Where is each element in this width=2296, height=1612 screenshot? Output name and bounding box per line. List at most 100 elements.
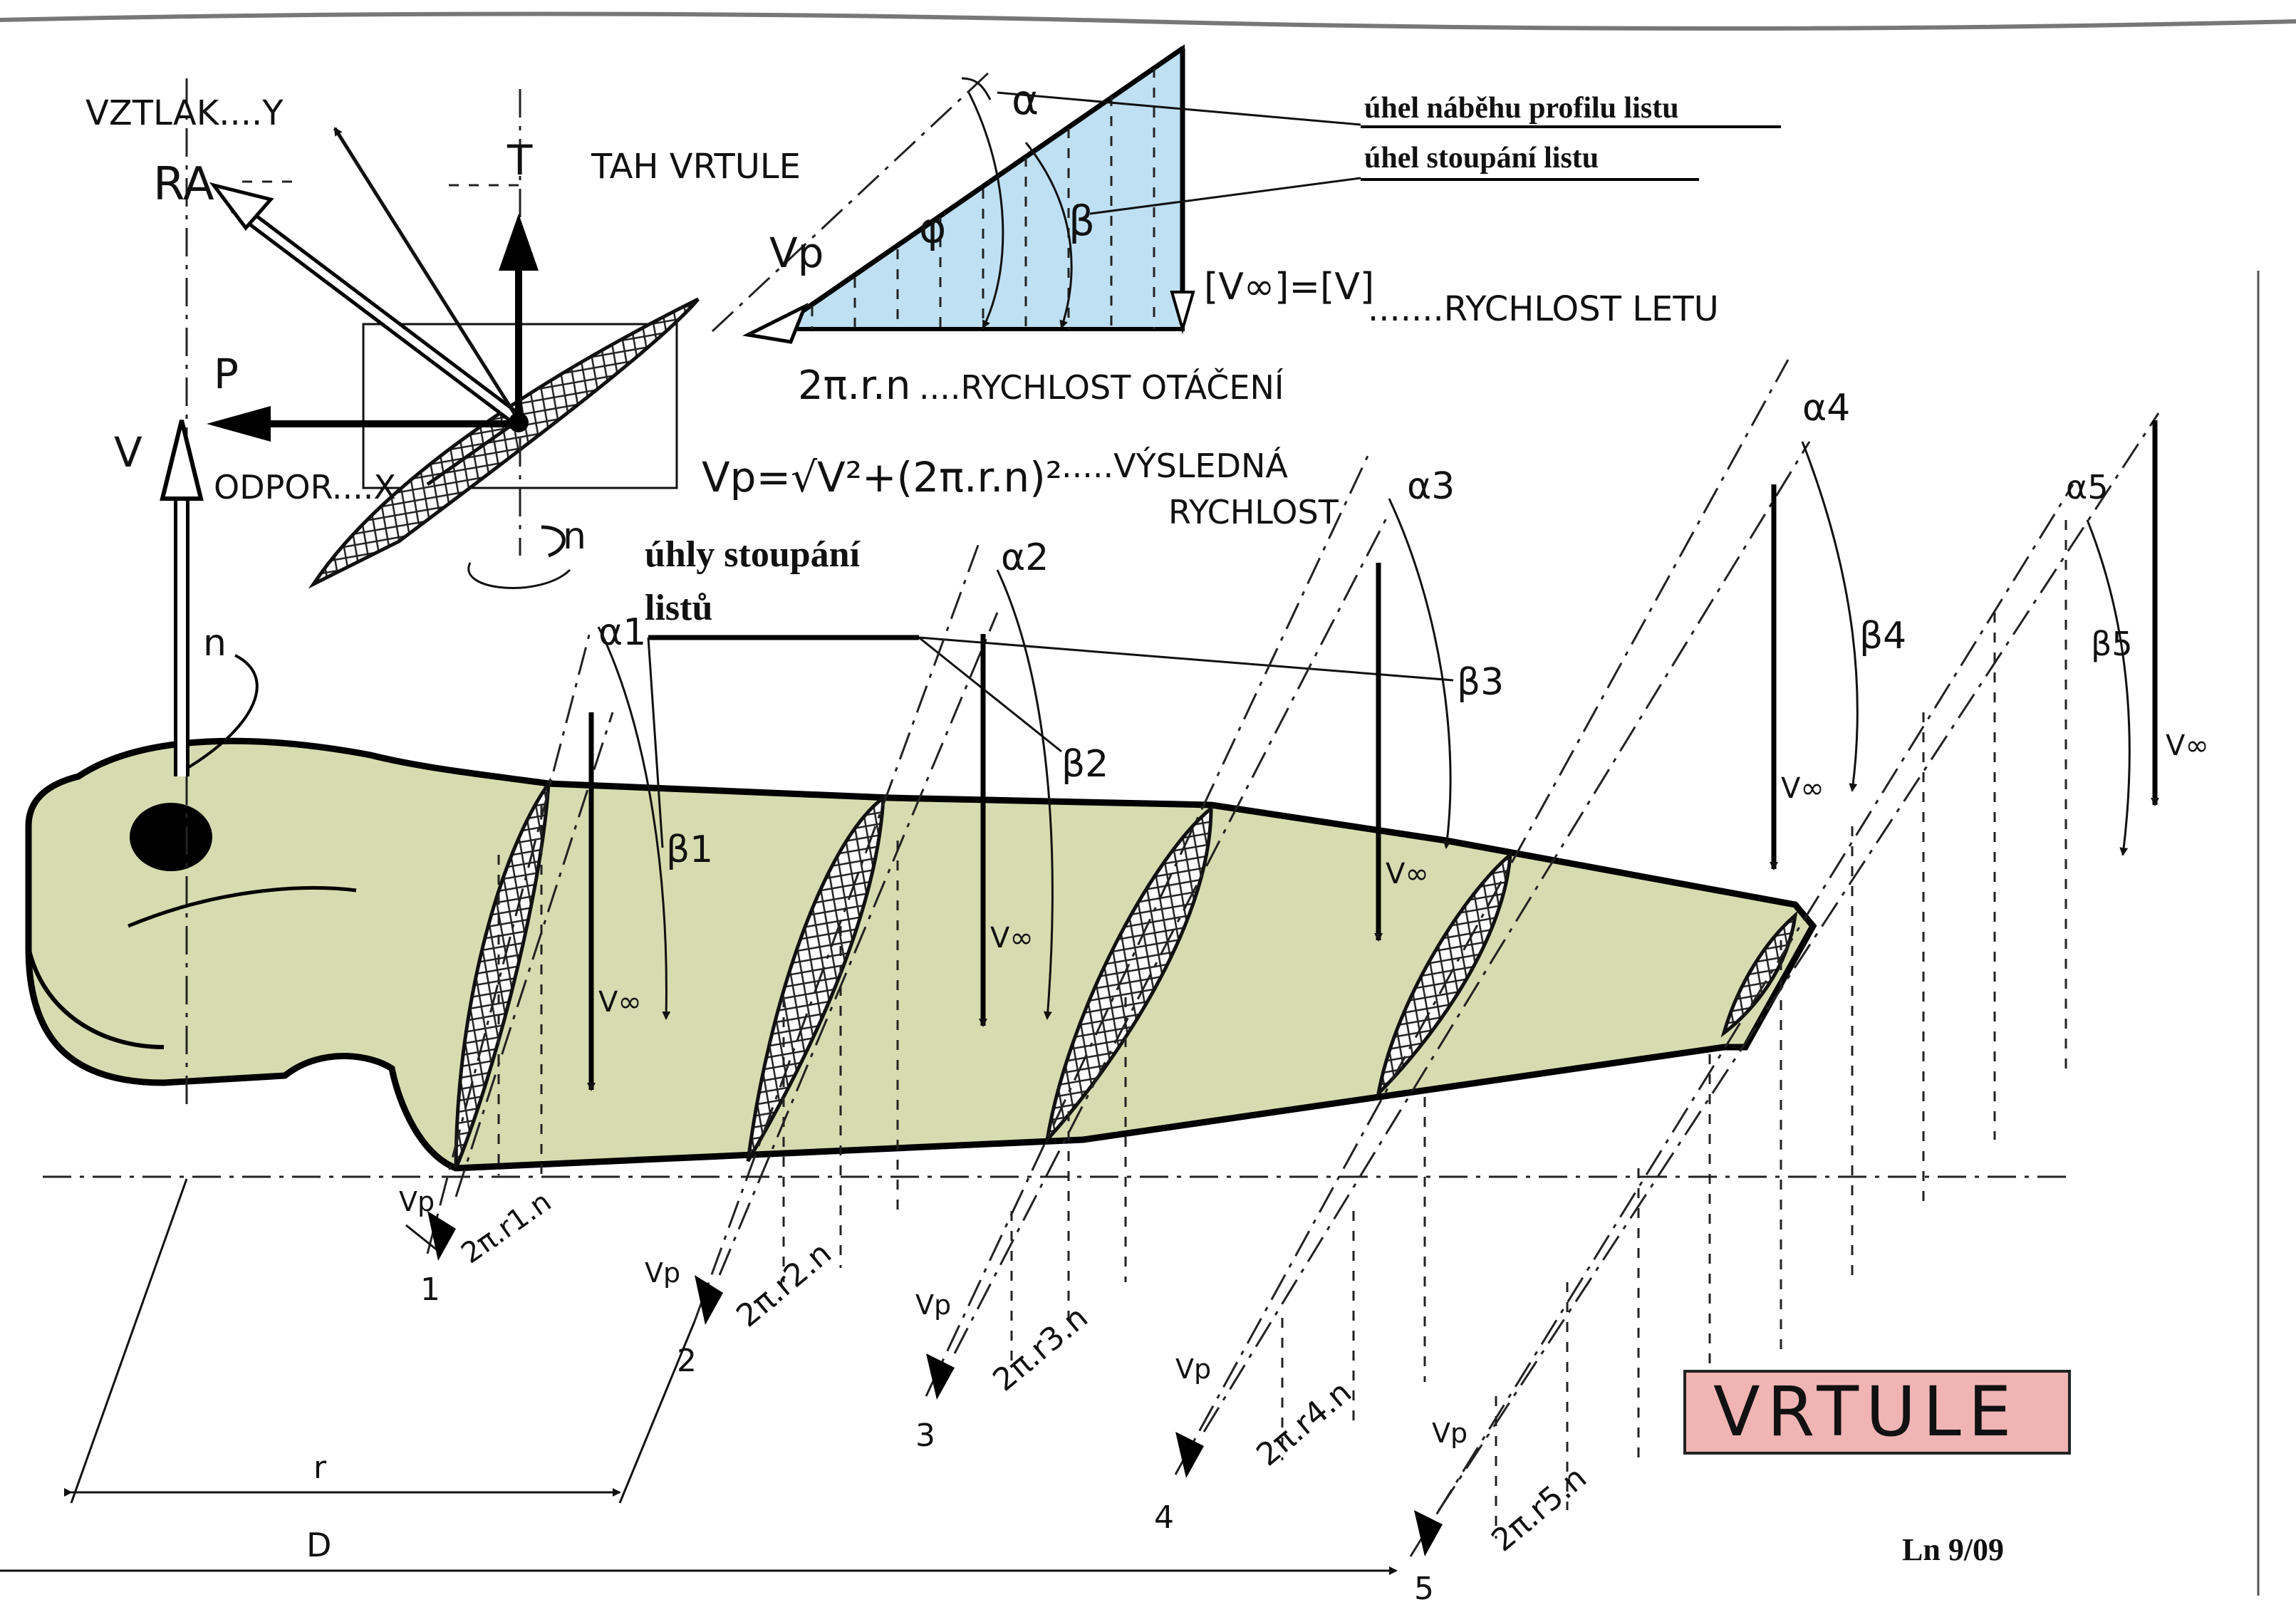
label-vinf-eq: [V∞]=[V] [1204, 266, 1374, 308]
r-extension-right [618, 1321, 696, 1504]
velocity-triangle [711, 44, 1195, 344]
blade-section-2 [746, 794, 885, 1163]
label-p: P [214, 350, 239, 398]
label-beta-2: β2 [1061, 743, 1108, 786]
alpha-arc [961, 77, 992, 100]
label-vp-top: Vp [769, 229, 824, 277]
section-5-vectors [1409, 412, 2160, 1557]
label-vinf-2: V∞ [990, 922, 1034, 955]
blade-outline [25, 737, 1817, 1172]
p-arrowhead [207, 406, 271, 442]
label-tah-vrtule: TAH VRTULE [591, 147, 801, 187]
vp-vector [775, 46, 1184, 331]
annotation-uhel-stoupani: úhel stoupání listu [1364, 142, 1599, 175]
blade-hub-curve [128, 886, 357, 928]
label-rotation-2: 2π.r2.n [729, 1235, 838, 1335]
label-alpha: α [1012, 76, 1039, 124]
label-vinf-4: V∞ [1781, 772, 1824, 805]
label-rychlost: RYCHLOST [1168, 493, 1339, 531]
force-origin [509, 412, 529, 432]
drag-arrow [426, 418, 520, 487]
vp-arrowhead [742, 302, 809, 344]
section-number-2: 2 [677, 1343, 697, 1379]
page-edge [0, 11, 2296, 31]
page-reference: Ln 9/09 [1902, 1532, 2004, 1567]
chord-line [711, 70, 992, 333]
title-box [1683, 1370, 2071, 1455]
label-vinf-5: V∞ [2166, 729, 2209, 762]
label-alpha-1: α1 [598, 611, 646, 654]
label-vp-3: Vp [915, 1289, 951, 1321]
label-ra: RA [153, 158, 214, 211]
phi-arc [967, 92, 1004, 329]
leader-beta3 [918, 636, 1454, 682]
airfoil-section [308, 297, 700, 589]
blade-hub-edge [26, 855, 165, 1049]
label-vinf-3: V∞ [1386, 858, 1429, 890]
label-rychlost-otaceni: ....RYCHLOST OTÁČENÍ [919, 368, 1284, 407]
beta-arc [1024, 142, 1073, 329]
section-number-4: 4 [1154, 1499, 1174, 1536]
leader-uhel-stoupani [1089, 177, 1361, 215]
blade-section-4 [1376, 851, 1512, 1099]
label-n-hub: n [203, 622, 227, 665]
blade-section-3 [1044, 804, 1213, 1146]
label-rotation-4: 2π.r4.n [1250, 1374, 1359, 1474]
label-beta-5: β5 [2091, 625, 2133, 663]
label-beta-1: β1 [666, 828, 713, 871]
label-beta-3: β3 [1457, 661, 1504, 704]
label-rotation-1: 2π.r1.n [455, 1185, 557, 1270]
section-1-vectors [405, 626, 671, 1261]
leader-uhel-nabehu [997, 91, 1361, 126]
label-vp-formula: Vp=√V²+(2π.r.n)² [702, 453, 1062, 501]
leader-beta1 [647, 637, 664, 848]
section-number-5: 5 [1414, 1571, 1434, 1607]
label-rotation-5: 2π.r5.n [1485, 1460, 1594, 1559]
label-vp-1: Vp [399, 1186, 435, 1217]
title-vrtule: VRTULE [1713, 1372, 2018, 1452]
label-v: V [114, 428, 142, 477]
label-beta-4: β4 [1859, 615, 1906, 657]
label-vp-2: Vp [645, 1257, 680, 1289]
lift-arrow [333, 127, 521, 422]
section-number-3: 3 [915, 1418, 935, 1454]
hub-hole [130, 803, 212, 871]
label-r: r [313, 1450, 327, 1486]
r-extension-left [70, 1178, 188, 1504]
label-vp-5: Vp [1432, 1418, 1468, 1449]
section-number-1: 1 [420, 1272, 440, 1308]
label-rotation-3: 2π.r3.n [986, 1299, 1095, 1399]
label-alpha-4: α4 [1802, 387, 1850, 430]
section-4-vectors [1174, 359, 1859, 1478]
label-vysledna: .....VÝSLEDNÁ [1061, 447, 1288, 485]
label-vztlak: VZTLAK....Y [85, 93, 284, 133]
label-rychlost-letu: .......RYCHLOST LETU [1368, 289, 1719, 329]
label-d: D [306, 1526, 331, 1564]
annotation-uhel-nabehu: úhel náběhu profilu listu [1364, 92, 1679, 125]
section-3-vectors [925, 455, 1452, 1400]
label-beta: β [1069, 197, 1095, 245]
label-odpor: ODPOR....X [214, 468, 396, 506]
label-t: T [507, 136, 533, 184]
rotation-n-arrow [541, 525, 566, 558]
thrust-arrowhead [499, 214, 539, 271]
hub-rotation-arc [184, 654, 259, 771]
hub-velocity-arrow [160, 420, 204, 776]
label-alpha-5: α5 [2066, 468, 2109, 506]
ra-arrowhead [209, 182, 274, 231]
leader-beta2 [918, 636, 1062, 753]
label-alpha-2: α2 [1001, 536, 1049, 579]
label-2pirn: 2π.r.n [798, 363, 910, 409]
label-vp-4: Vp [1175, 1353, 1211, 1385]
label-vinf-1: V∞ [598, 986, 642, 1019]
rotation-n-arc [467, 562, 571, 589]
force-diagram [207, 89, 700, 589]
annotation-uhly-stoupani-2: listů [645, 588, 712, 628]
label-n-top: n [563, 515, 586, 558]
annotation-uhly-stoupani-1: úhly stoupání [645, 534, 861, 575]
section-2-vectors [693, 541, 1054, 1325]
label-phi: φ [919, 204, 946, 252]
propeller-blade [25, 654, 1817, 1172]
label-alpha-3: α3 [1407, 465, 1455, 508]
